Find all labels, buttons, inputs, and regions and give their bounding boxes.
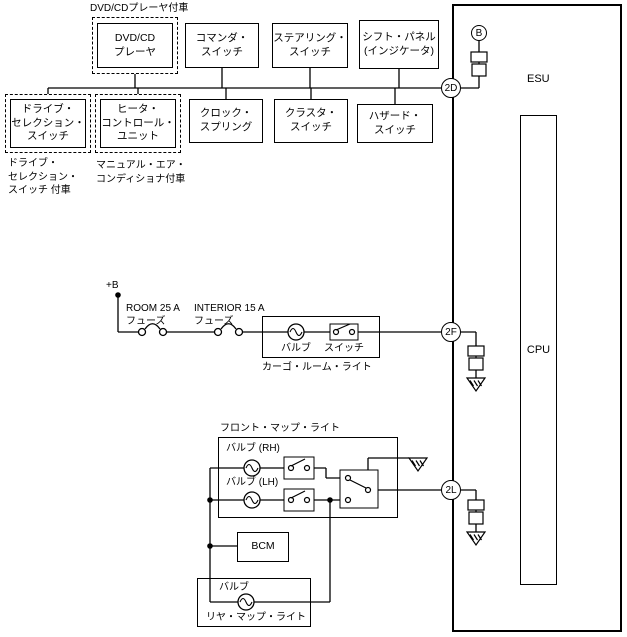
box-drive-selection-switch: ドライブ・ セレクション・ スイッチ — [10, 99, 86, 148]
box-bcm: BCM — [237, 532, 289, 562]
ground-front-map-icon — [407, 457, 429, 473]
box-dvd-cd-player: DVD/CD プレーヤ — [97, 23, 173, 68]
bulb-rh-label: バルブ (RH) — [226, 443, 280, 454]
esu-label: ESU — [527, 73, 550, 85]
box-commander-switch: コマンダ・ スイッチ — [185, 23, 259, 68]
room-fuse-label: ROOM 25 A フューズ — [126, 303, 180, 327]
rear-bulb-label: バルブ — [219, 582, 249, 593]
cargo-switch-label: スイッチ — [324, 343, 364, 354]
box-steering-switch: ステアリング・ スイッチ — [272, 23, 348, 68]
bulb-lh-label: バルブ (LH) — [226, 477, 279, 488]
connector-node-2f: 2F — [441, 322, 461, 342]
note-drive-selection-car: ドライブ・ セレクション・ スイッチ 付車 — [8, 158, 78, 196]
cargo-room-light-caption: カーゴ・ルーム・ライト — [262, 362, 372, 373]
connector-node-2l: 2L — [441, 480, 461, 500]
box-shift-panel: シフト・パネル (インジケータ) — [359, 20, 439, 69]
box-hazard-switch: ハザード・ スイッチ — [357, 104, 433, 143]
cargo-bulb-label: バルブ — [281, 343, 311, 354]
plus-b-label: +B — [106, 280, 119, 291]
box-clock-spring: クロック・ スプリング — [189, 99, 263, 143]
connector-node-2d: 2D — [441, 78, 461, 98]
cpu-box: CPU — [520, 115, 557, 585]
front-map-light-caption: フロント・マップ・ライト — [220, 423, 340, 434]
rear-map-light-caption: リヤ・マップ・ライト — [206, 612, 306, 623]
battery-node: B — [471, 25, 487, 41]
interior-fuse-label: INTERIOR 15 A フューズ — [194, 303, 265, 327]
box-cluster-switch: クラスタ・ スイッチ — [274, 99, 348, 143]
note-dvd-cd-car: DVD/CDプレーヤ付車 — [90, 3, 189, 14]
box-heater-control-unit: ヒータ・ コントロール・ ユニット — [100, 99, 176, 148]
note-manual-ac-car: マニュアル・エア・ コンディショナ付車 — [96, 160, 186, 185]
